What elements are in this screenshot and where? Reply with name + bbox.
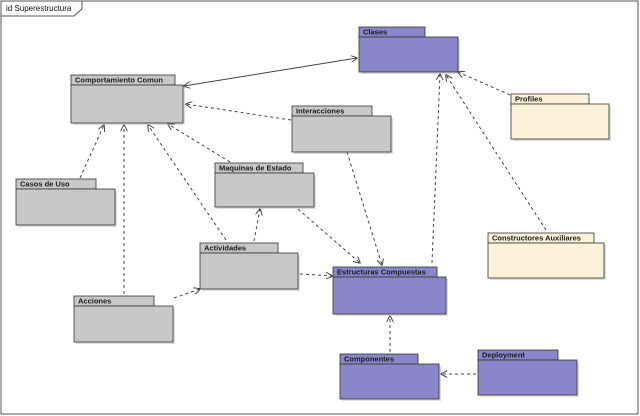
package-profiles[interactable]: Profiles: [510, 93, 611, 141]
package-body: [70, 84, 184, 124]
package-interacciones[interactable]: Interacciones: [291, 105, 393, 154]
dependency-estructuras-compuestas-to-clases: [431, 74, 440, 264]
package-label: Maquinas de Estado: [219, 164, 292, 173]
package-body: [487, 242, 605, 279]
dependency-casos-de-uso-to-comportamiento-comun: [79, 125, 104, 179]
dependency-layer: [79, 58, 547, 374]
package-clases[interactable]: Clases: [358, 26, 460, 74]
package-label: Estructuras Compuestas: [337, 268, 426, 277]
package-label: Interacciones: [296, 107, 344, 116]
package-body: [358, 36, 459, 73]
package-label: Constructores Auxiliares: [492, 234, 581, 243]
package-label: Casos de Uso: [20, 180, 70, 189]
package-label: Comportamiento Comun: [75, 76, 163, 85]
package-body: [291, 115, 392, 153]
package-body: [332, 276, 447, 315]
package-actividades[interactable]: Actividades: [199, 242, 300, 291]
dependency-comportamiento-comun-to-clases: [184, 58, 357, 86]
package-maquinas-de-estado[interactable]: Maquinas de Estado: [214, 162, 316, 209]
frame-title-tab: [0, 0, 83, 17]
package-body: [15, 188, 116, 226]
package-deployment[interactable]: Deployment: [477, 349, 579, 397]
package-label: Clases: [363, 28, 387, 37]
dependency-constructores-auxiliares-to-clases: [446, 75, 547, 231]
package-acciones[interactable]: Acciones: [73, 295, 175, 344]
dependency-maquinas-de-estado-to-estructuras-compuestas: [297, 208, 360, 263]
package-body: [510, 103, 610, 140]
frame-title: id Superestructura: [6, 4, 72, 13]
dependency-acciones-to-actividades: [173, 289, 200, 299]
package-label: Componentes: [344, 355, 394, 364]
package-label: Profiles: [515, 95, 543, 104]
package-label: Actividades: [204, 244, 246, 253]
package-label: Acciones: [78, 297, 111, 306]
dependency-actividades-to-comportamiento-comun: [148, 125, 227, 241]
package-componentes[interactable]: Componentes: [339, 353, 441, 401]
dependency-maquinas-de-estado-to-comportamiento-comun: [168, 124, 231, 163]
package-body: [214, 172, 315, 208]
package-body: [477, 359, 578, 396]
package-body: [199, 252, 299, 290]
package-estructuras-compuestas[interactable]: Estructuras Compuestas: [332, 266, 448, 316]
package-casos-de-uso[interactable]: Casos de Uso: [15, 178, 117, 227]
package-body: [73, 305, 174, 343]
package-label: Deployment: [482, 351, 525, 360]
dependency-actividades-to-estructuras-compuestas: [299, 274, 332, 276]
package-constructores-auxiliares[interactable]: Constructores Auxiliares: [487, 232, 606, 280]
dependency-interacciones-to-estructuras-compuestas: [346, 151, 382, 265]
package-body: [339, 363, 440, 400]
package-comportamiento-comun[interactable]: Comportamiento Comun: [70, 74, 185, 125]
